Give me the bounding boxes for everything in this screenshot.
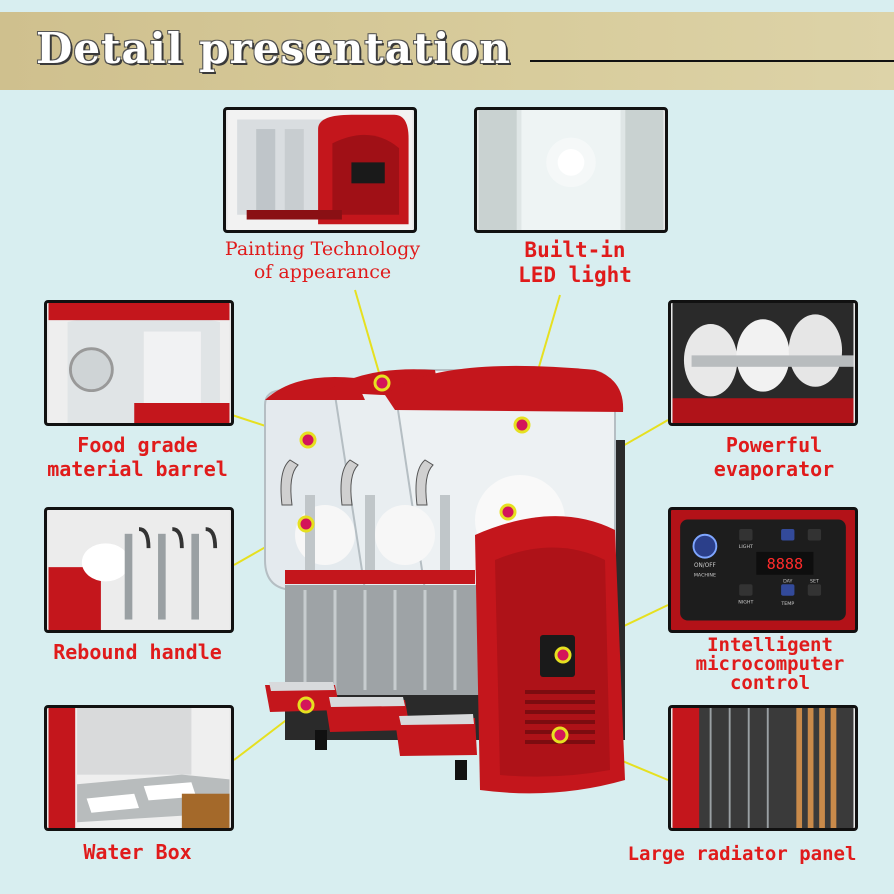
label-evaporator-line2: evaporator: [713, 457, 835, 481]
label-rebound-handle: Rebound handle: [20, 640, 255, 664]
photo-barrel: [44, 300, 234, 426]
display-readout: 8888: [767, 555, 804, 573]
set-btn-label: SET: [810, 578, 819, 584]
label-led-line2: LED light: [518, 263, 632, 288]
label-powerful-evaporator: Powerful evaporator: [684, 433, 864, 481]
night-btn-label: NIGHT: [738, 599, 753, 605]
label-evaporator-line1: Powerful: [725, 433, 823, 457]
photo-waterbox: [44, 705, 234, 831]
header-rule: [530, 60, 894, 62]
label-painting-line2: of appearance: [253, 260, 392, 283]
label-food-grade-barrel: Food grade material barrel: [30, 433, 245, 481]
page-title: Detail presentation: [36, 24, 511, 73]
label-control-line1: Intelligent: [707, 634, 833, 656]
brand-text: MACHINE: [694, 573, 716, 579]
label-painting-line1: Painting Technology: [224, 238, 421, 260]
photo-radiator: [668, 705, 858, 831]
temp-btn-label: TEMP: [780, 601, 794, 607]
label-barrel-line2: material barrel: [47, 457, 228, 481]
slush-machine-illustration: [255, 360, 640, 800]
day-btn-label: DAY: [783, 578, 792, 584]
photo-handle: [44, 507, 234, 633]
label-control-line2: microcomputer: [695, 653, 845, 675]
label-painting-technology: Painting Technology of appearance: [205, 238, 440, 284]
label-radiator-line1: Large radiator panel: [627, 843, 857, 865]
photo-evaporator: [668, 300, 858, 426]
header-band: [0, 12, 894, 90]
photo-control: 8888 ON/OFF MACHINE LIGHT NIGHT DAY SET …: [668, 507, 858, 633]
label-led-light: Built-in LED light: [485, 238, 665, 288]
label-intelligent-control: Intelligent microcomputer control: [660, 636, 880, 693]
label-water-box: Water Box: [30, 840, 245, 864]
label-control-line3: control: [729, 672, 811, 694]
label-barrel-line1: Food grade: [77, 433, 198, 457]
light-btn-label: LIGHT: [739, 544, 753, 550]
power-label: ON/OFF: [694, 563, 716, 569]
label-handle-line1: Rebound handle: [53, 640, 222, 664]
label-waterbox-line1: Water Box: [83, 840, 192, 864]
photo-led: [474, 107, 668, 233]
label-radiator-panel: Large radiator panel: [600, 843, 884, 866]
label-led-line1: Built-in: [524, 238, 626, 262]
photo-painting: [223, 107, 417, 233]
